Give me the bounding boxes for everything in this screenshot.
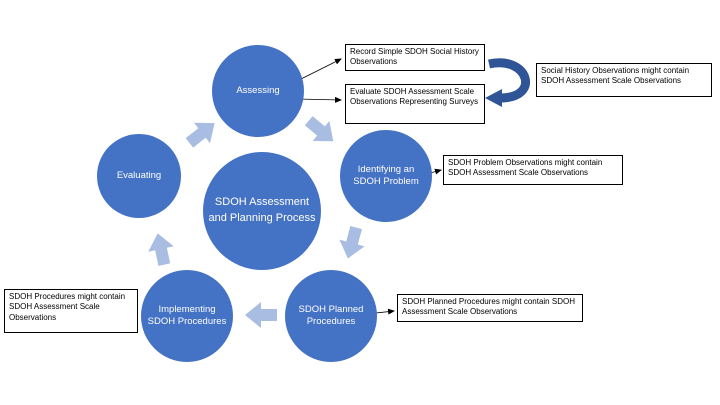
node-assessing: Assessing <box>212 45 304 137</box>
note-evaluate-scale-observations: Evaluate SDOH Assessment Scale Observati… <box>345 84 485 124</box>
node-implementing-label: Implementing SDOH Procedures <box>147 303 227 327</box>
cycle-flow-arrows <box>148 116 365 328</box>
note-problem-text: SDOH Problem Observations might contain … <box>448 158 603 178</box>
connector-assessing-evaluate <box>296 96 342 103</box>
note-procedures-contain: SDOH Procedures might contain SDOH Asses… <box>4 289 138 333</box>
node-planned-label: SDOH Planned Procedures <box>298 303 364 327</box>
note-record-text: Record Simple SDOH Social History Observ… <box>350 47 479 67</box>
node-implementing-sdoh-procedures: Implementing SDOH Procedures <box>141 270 233 362</box>
note-record-simple-observations: Record Simple SDOH Social History Observ… <box>345 44 485 71</box>
node-center-process: SDOH Assessment and Planning Process <box>203 152 321 270</box>
flow-arrow-evaluating-to-assessing <box>185 122 215 148</box>
connector-assessing-record <box>298 58 342 81</box>
node-identifying-label: Identifying an SDOH Problem <box>353 163 419 187</box>
note-planned-procedures-contain: SDOH Planned Procedures might contain SD… <box>397 294 583 322</box>
node-assessing-label: Assessing <box>236 84 280 96</box>
flow-arrow-identifying-to-planned <box>339 225 365 259</box>
flow-arrow-planned-to-implementing <box>245 302 277 328</box>
node-sdoh-planned-procedures: SDOH Planned Procedures <box>285 270 377 362</box>
connector-planned-note <box>375 308 395 315</box>
note-procedures-text: SDOH Procedures might contain SDOH Asses… <box>9 292 126 322</box>
note-socialhistory-text: Social History Observations might contai… <box>541 66 690 86</box>
curved-arrow-icon <box>485 58 531 107</box>
node-identifying-sdoh-problem: Identifying an SDOH Problem <box>340 130 432 222</box>
node-evaluating-label: Evaluating <box>116 169 162 181</box>
note-evaluate-text: Evaluate SDOH Assessment Scale Observati… <box>350 87 479 107</box>
note-social-history-contain: Social History Observations might contai… <box>536 63 712 97</box>
node-center-label: SDOH Assessment and Planning Process <box>208 196 316 224</box>
flow-arrow-implementing-to-evaluating <box>148 233 174 266</box>
node-evaluating: Evaluating <box>97 134 181 218</box>
note-planned-text: SDOH Planned Procedures might contain SD… <box>402 297 575 317</box>
note-connector-lines <box>296 58 442 315</box>
flow-arrow-assessing-to-identifying <box>304 116 334 142</box>
note-problem-observations-contain: SDOH Problem Observations might contain … <box>443 155 623 185</box>
